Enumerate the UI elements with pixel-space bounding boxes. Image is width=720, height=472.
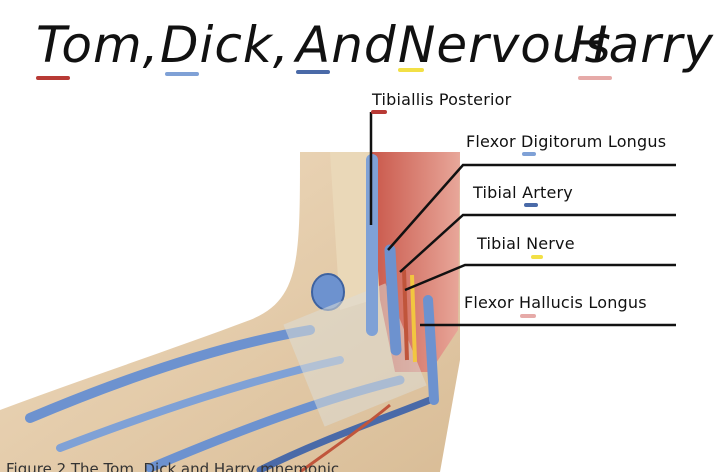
title-underline-and	[296, 70, 330, 74]
label-key-flexor-hallucis	[520, 314, 536, 318]
tibial-nerve-vessel	[410, 274, 417, 363]
flexor-digitorum-tendon	[384, 244, 402, 356]
title-word-dick: Dick,	[160, 16, 290, 74]
tendon-region	[330, 152, 372, 310]
label-flexor-hallucis-longus: Flexor Hallucis Longus	[464, 293, 647, 312]
title-word-and: And	[293, 16, 397, 74]
flexor-hallucis-tendon	[423, 295, 439, 405]
label-key-tibial-nerve	[531, 255, 543, 259]
title-underline-dick	[165, 72, 199, 76]
tibial-artery-vessel	[402, 269, 409, 361]
label-tibialis-posterior: Tibiallis Posterior	[372, 90, 512, 109]
title-underline-harry	[578, 76, 612, 80]
label-key-flexor-digitorum	[522, 152, 536, 156]
label-tibial-nerve: Tibial Nerve	[477, 234, 575, 253]
foot-vessel-1	[25, 325, 315, 423]
title-svg: Tom, Dick, And Nervous Harry	[36, 16, 714, 80]
label-flexor-digitorum-longus: Flexor Digitorum Longus	[466, 132, 667, 151]
title-underline-nervous	[398, 68, 424, 72]
leader-flexor-digitorum	[387, 163, 676, 251]
title-underline-tom	[36, 76, 70, 80]
label-tibial-artery: Tibial Artery	[473, 183, 573, 202]
foot-artery-branch	[299, 403, 391, 472]
label-key-tibial-artery	[524, 203, 538, 207]
title-word-nervous: Nervous	[398, 16, 612, 74]
title-word-tom: Tom,	[36, 16, 160, 74]
leader-tibial-nerve	[404, 263, 676, 292]
title-word-harry: Harry	[570, 16, 714, 74]
mnemonic-title: Tom, Dick, And Nervous Harry	[0, 0, 720, 90]
label-key-tibialis-posterior	[371, 110, 387, 114]
leader-tibial-artery	[399, 213, 676, 273]
foot-vessel-4	[256, 396, 434, 472]
ankle-svg	[0, 110, 676, 472]
ankle-illustration	[0, 85, 720, 472]
figure-caption: Figure 2 The Tom, Dick and Harry mnemoni…	[6, 460, 340, 472]
